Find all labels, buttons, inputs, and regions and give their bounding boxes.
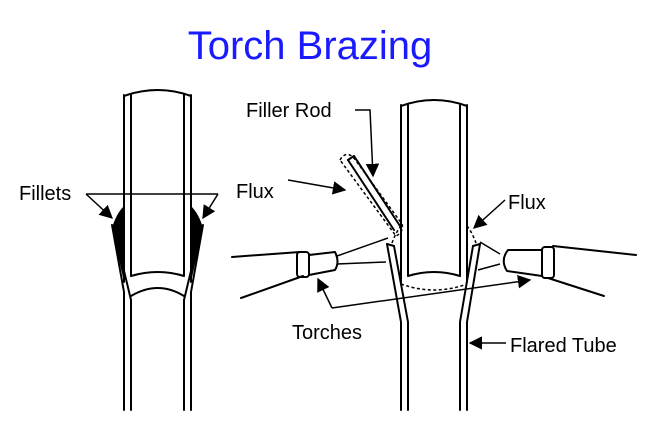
filler-rod — [339, 153, 404, 237]
flux-left-pointer — [287, 179, 347, 195]
label-filler-rod: Filler Rod — [246, 100, 332, 122]
flux-coating — [391, 225, 477, 291]
label-torches: Torches — [292, 322, 363, 344]
right-flared-tube — [386, 243, 481, 411]
left-flared-tube — [111, 224, 204, 411]
left-fillet-left — [112, 206, 124, 282]
right-inner-tube — [400, 99, 468, 283]
torch-left — [231, 237, 389, 299]
left-fillet-right — [191, 206, 203, 282]
right-joint-assembly — [231, 99, 637, 411]
fillet-arrow-left — [85, 193, 113, 219]
torches-pointer-left — [317, 277, 333, 309]
filler-rod-pointer — [355, 109, 380, 178]
label-flux-right: Flux — [508, 192, 546, 214]
torches-pointer-right — [331, 275, 532, 309]
diagram-title: Torch Brazing — [187, 24, 433, 68]
left-joint-assembly — [85, 89, 219, 411]
left-inner-tube — [123, 89, 192, 283]
label-flux-left: Flux — [236, 181, 274, 203]
flux-right-pointer — [472, 199, 506, 229]
fillet-arrow-right — [202, 193, 219, 220]
label-fillets: Fillets — [19, 183, 72, 205]
label-flared-tube: Flared Tube — [510, 335, 617, 357]
torch-right — [477, 241, 637, 297]
